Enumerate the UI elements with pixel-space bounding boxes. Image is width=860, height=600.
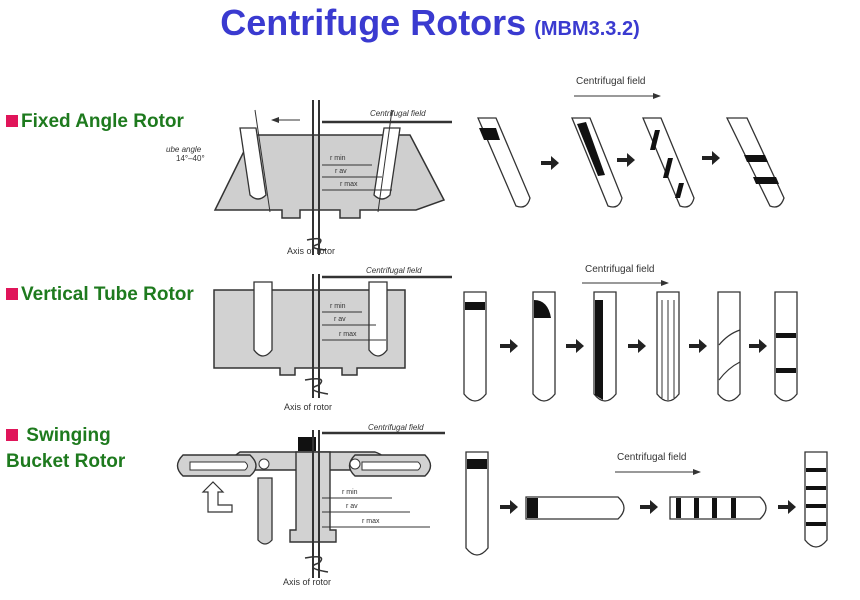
- right-field-label: Centrifugal field: [617, 452, 686, 463]
- right-field-label: Centrifugal field: [585, 264, 654, 275]
- field-label: Centrifugal field: [366, 266, 422, 275]
- right-field-label: Centrifugal field: [576, 76, 645, 87]
- r-min-label: r min: [342, 489, 358, 496]
- bullet-icon: [6, 115, 18, 127]
- title-subtitle: (MBM3.3.2): [534, 18, 640, 40]
- page-title: Centrifuge Rotors (MBM3.3.2): [0, 2, 860, 44]
- r-min-label: r min: [330, 303, 346, 310]
- bullet-icon: [6, 429, 18, 441]
- swinging-bucket-rotor-diagram: Centrifugal field r min r av r max Axis …: [176, 423, 445, 587]
- r-min-label: r min: [330, 155, 346, 162]
- label-vertical-tube: Vertical Tube Rotor: [6, 282, 194, 308]
- field-label: Centrifugal field: [368, 423, 424, 432]
- axis-label: Axis of rotor: [287, 246, 335, 256]
- vertical-tube-sequence: Centrifugal field: [463, 264, 798, 402]
- angle-range-label: 14°–40°: [176, 154, 205, 163]
- r-av-label: r av: [335, 168, 347, 175]
- field-label: Centrifugal field: [370, 109, 426, 118]
- r-av-label: r av: [334, 316, 346, 323]
- r-av-label: r av: [346, 503, 358, 510]
- r-max-label: r max: [339, 331, 357, 338]
- label-fixed-angle: Fixed Angle Rotor: [6, 109, 184, 135]
- axis-label: Axis of rotor: [284, 402, 332, 412]
- fixed-angle-rotor-diagram: Centrifugal field ube angle 14°–40° r mi…: [166, 100, 452, 256]
- r-max-label: r max: [362, 518, 380, 525]
- fixed-angle-sequence: Centrifugal field: [477, 76, 785, 208]
- title-main: Centrifuge Rotors: [220, 2, 527, 43]
- swinging-bucket-sequence: Centrifugal field: [465, 451, 828, 556]
- tube-angle-label: ube angle: [166, 145, 202, 154]
- vertical-tube-rotor-diagram: Centrifugal field r min r av r max Axis …: [213, 266, 452, 412]
- r-max-label: r max: [340, 181, 358, 188]
- bullet-icon: [6, 288, 18, 300]
- axis-label: Axis of rotor: [283, 577, 331, 587]
